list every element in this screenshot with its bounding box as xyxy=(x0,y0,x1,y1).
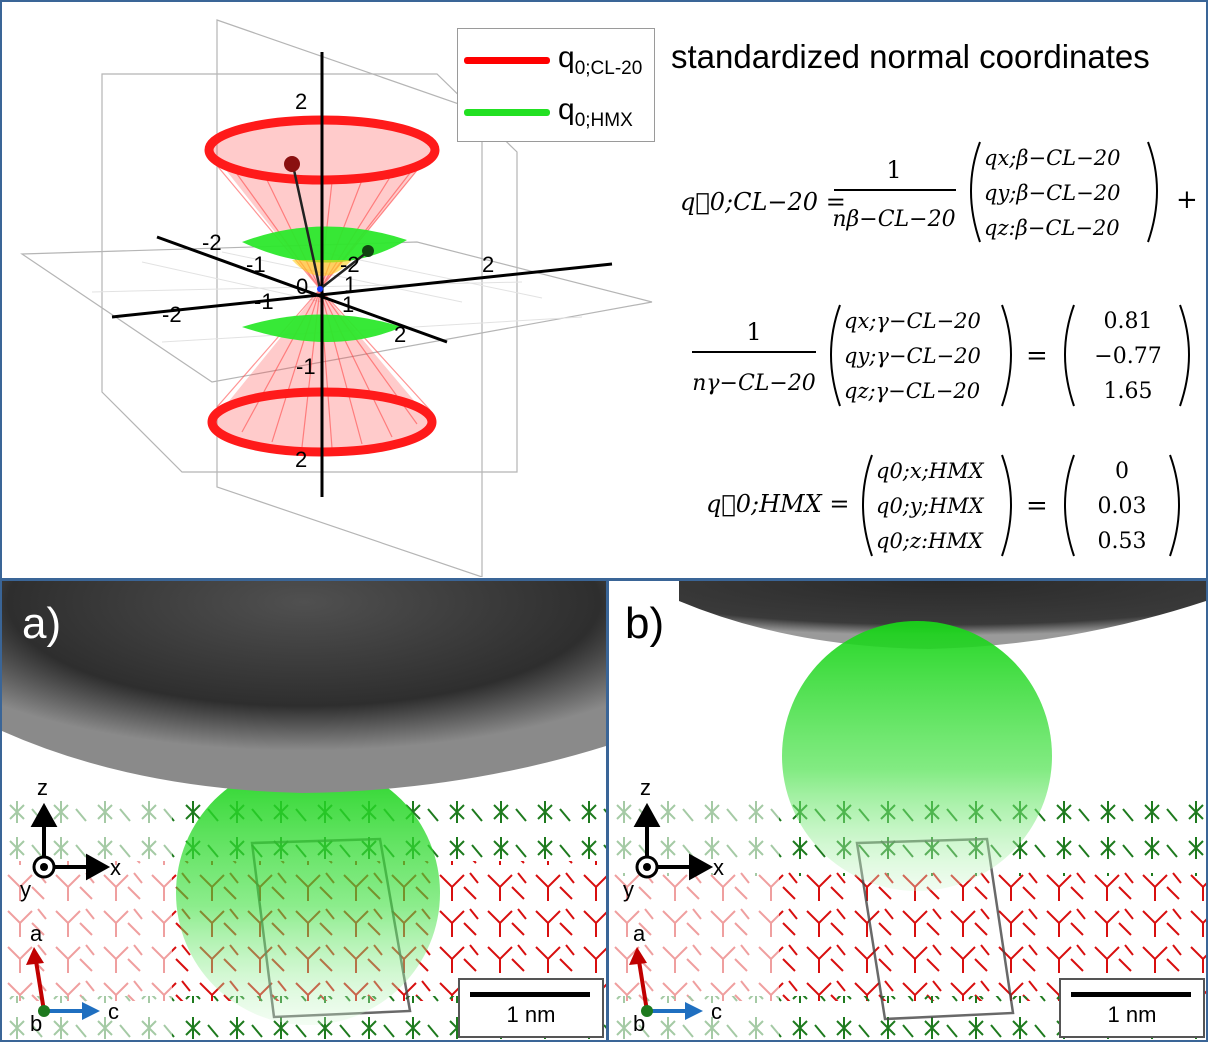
eq1-vec-y: qy;β−CL−20 xyxy=(984,181,1120,205)
vertical-plane-yz xyxy=(216,19,483,577)
axis-label-x: x xyxy=(110,855,121,880)
eq3-vec-y: q0;y;HMX xyxy=(876,494,985,518)
eq1-vec-z: qz:β−CL−20 xyxy=(984,216,1120,240)
eq2-result-2: −0.77 xyxy=(1094,344,1161,369)
afm-tip xyxy=(679,581,1206,649)
scalebar-label: 1 nm xyxy=(506,1002,556,1027)
tick-label: 2 xyxy=(295,447,307,472)
cone-plot-panel: 2 -2 -1 1 -2 2 -2 -1 0 1 2 -1 2 xyxy=(2,2,662,577)
horizontal-divider xyxy=(0,578,1208,581)
eq1-frac-num: 1 xyxy=(886,156,901,184)
panel-b: b) z x y a b c 1 nm xyxy=(609,581,1206,1040)
eq3-result-3: 0.53 xyxy=(1098,529,1147,554)
legend-item-cl20: q0;CL-20 xyxy=(464,39,650,79)
panel-b-svg xyxy=(609,581,1206,1040)
eq1-frac-den: nβ−CL−20 xyxy=(832,207,955,232)
panel-label: a) xyxy=(22,599,62,648)
axis-label-b: b xyxy=(633,1011,646,1036)
eq3-equals: = xyxy=(1026,491,1048,521)
eq2-frac-num: 1 xyxy=(746,318,761,346)
tick-label: 1 xyxy=(344,272,356,297)
scalebar-line xyxy=(1071,992,1191,997)
eq1-plus: + xyxy=(1176,185,1198,215)
afm-tip xyxy=(2,581,606,793)
axis-label-z: z xyxy=(37,775,48,800)
eq2-result-3: 1.65 xyxy=(1104,379,1153,404)
tick-label: -2 xyxy=(162,302,182,327)
eq2-vec-x: qx;γ−CL−20 xyxy=(844,309,981,333)
axis-label-y: y xyxy=(20,877,31,902)
eq2-frac-den: nγ−CL−20 xyxy=(692,371,816,396)
scalebar: 1 nm xyxy=(1059,978,1205,1038)
equations-title: standardized normal coordinates xyxy=(671,38,1150,75)
legend-label: q xyxy=(558,41,575,74)
tick-label: -2 xyxy=(202,230,222,255)
eq3-result-1: 0 xyxy=(1115,459,1129,484)
hmx-vector-tip xyxy=(362,245,374,257)
legend-label: q xyxy=(558,93,575,126)
panel-label: b) xyxy=(625,599,665,648)
eq3-lhs: q⃗0;HMX = xyxy=(706,490,849,518)
equations-svg: q⃗0;CL−20 = 1 nβ−CL−20 qx;β−CL−20 qy;β−C… xyxy=(680,141,1198,557)
axis-label-z: z xyxy=(640,775,651,800)
eq2-result-1: 0.81 xyxy=(1104,309,1153,334)
eq3-vec-z: q0;z:HMX xyxy=(876,529,984,553)
plot-legend: q0;CL-20 q0;HMX xyxy=(457,28,655,142)
axis-label-x: x xyxy=(713,855,724,880)
cl20-vector-tip xyxy=(284,156,300,172)
cone-plot-svg: 2 -2 -1 1 -2 2 -2 -1 0 1 2 -1 2 xyxy=(20,19,653,577)
eq3-result-2: 0.03 xyxy=(1098,494,1147,519)
panel-a: a) z x y a b c 1 nm xyxy=(2,581,606,1040)
eq3-vec-x: q0;x;HMX xyxy=(876,459,985,483)
legend-label-sub: 0;HMX xyxy=(574,110,633,131)
tick-label: 1 xyxy=(342,292,354,317)
axis-label-b: b xyxy=(30,1011,43,1036)
axis-label-y: y xyxy=(623,877,634,902)
main-axes xyxy=(111,52,613,497)
legend-swatch xyxy=(464,109,550,116)
axis-label-a: a xyxy=(633,921,646,946)
axis-label-c: c xyxy=(108,999,119,1024)
vertical-divider xyxy=(606,580,609,1042)
tick-label: 2 xyxy=(394,322,406,347)
vertical-plane-xz xyxy=(101,73,518,473)
tick-label: -2 xyxy=(340,252,360,277)
scalebar: 1 nm xyxy=(458,978,604,1038)
eq2-vec-z: qz;γ−CL−20 xyxy=(844,379,980,403)
tick-label: -1 xyxy=(296,354,316,379)
tick-label: 2 xyxy=(482,252,494,277)
axes-abc xyxy=(629,947,703,1020)
scalebar-line xyxy=(470,992,590,997)
tick-label: -1 xyxy=(246,252,266,277)
eq1-vec-x: qx;β−CL−20 xyxy=(984,146,1120,170)
tick-label: 2 xyxy=(295,89,307,114)
interaction-sphere xyxy=(176,761,440,1025)
panel-a-svg xyxy=(2,581,606,1040)
axis-label-c: c xyxy=(711,999,722,1024)
scalebar-label: 1 nm xyxy=(1107,1002,1157,1027)
interaction-sphere xyxy=(782,621,1052,891)
legend-label-sub: 0;CL-20 xyxy=(574,58,643,79)
tick-label: 0 xyxy=(296,274,308,299)
axes-abc xyxy=(26,947,100,1020)
legend-item-hmx: q0;HMX xyxy=(464,91,650,131)
origin-dot xyxy=(317,286,323,292)
eq2-equals: = xyxy=(1026,341,1048,371)
tick-label: -1 xyxy=(254,289,274,314)
legend-swatch xyxy=(464,57,550,64)
eq1-lhs: q⃗0;CL−20 = xyxy=(680,188,846,216)
eq2-vec-y: qy;γ−CL−20 xyxy=(844,344,981,368)
axis-label-a: a xyxy=(30,921,43,946)
